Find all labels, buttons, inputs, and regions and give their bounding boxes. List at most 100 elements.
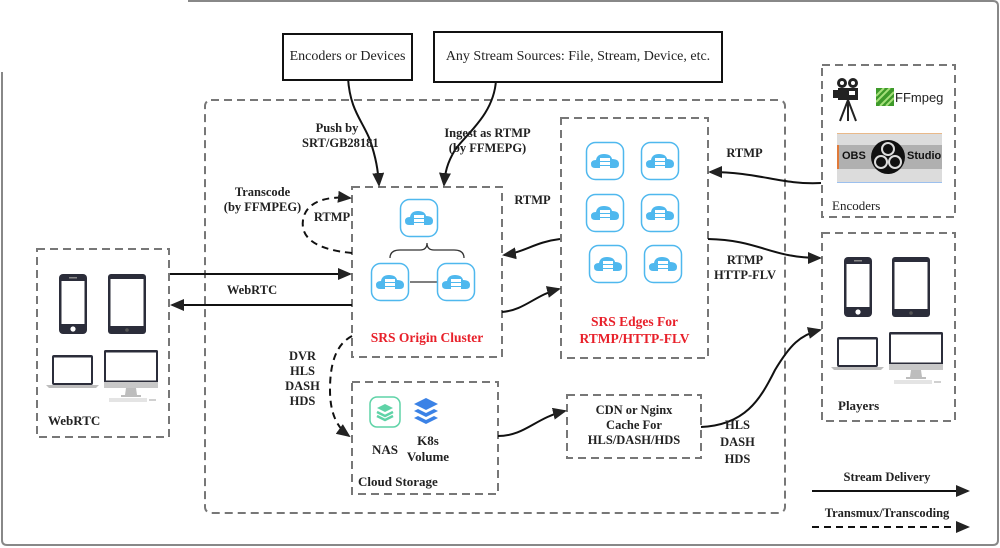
cdn-label: CDN or Nginx Cache For HLS/DASH/HDS [567,403,701,448]
arrow-cdn-to-players [700,327,822,428]
push-by-text: Push by [315,121,359,135]
edge-players-line1: RTMP [726,253,764,267]
laptop-icon [45,354,100,395]
players-group-box [821,232,956,422]
movie-camera-icon [832,76,864,127]
desktop-glyph [889,332,943,384]
origin-server-right [436,262,476,307]
laptop-glyph [46,355,99,388]
k8s-line1: K8s [417,433,439,448]
desktop-icon [888,331,944,390]
origin-server-left [370,262,410,307]
k8s-label: K8s Volume [406,433,450,465]
cloud-server-icon [585,193,625,233]
transcode-loop-protocol: RTMP [313,210,351,224]
arrow-transcode-loop [301,190,353,254]
cloud-server-icon [370,262,410,302]
phone-glyph [844,257,872,317]
edge-server [640,193,680,238]
edge-players-line2: HTTP-FLV [713,268,777,282]
cdn-line1: CDN or Nginx [595,403,673,417]
origin-cluster-title: SRS Origin Cluster [370,330,484,345]
encoders-or-devices-label: Encoders or Devices [289,49,406,64]
laptop-icon [830,336,885,377]
laptop-glyph [831,337,884,370]
phone-glyph [59,274,87,334]
webrtc-group-title: WebRTC [48,413,101,428]
cloud-server-icon [436,262,476,302]
cdn-format: HLS [724,418,750,432]
legend-stream-delivery: Stream Delivery [843,470,931,484]
edge-server [643,244,683,289]
origin-server-top [399,198,439,243]
tablet-glyph [892,257,930,317]
cdn-line2: Cache For [606,418,662,432]
push-by-label: Push by SRT/GB28181 [302,121,379,151]
push-protocol-text: SRT/GB28181 [302,136,379,150]
encoders-group-box [821,64,956,218]
ingest-line1: Ingest as RTMP [444,126,531,140]
cluster-link-brace [389,242,465,259]
transcode-label: Transcode (by FFMPEG) [220,185,305,215]
ingest-line2: (by FFMEPG) [448,141,527,155]
origin-edge-protocol: RTMP [514,193,551,207]
arrow-storage-to-cdn [497,407,567,437]
encoders-group-title: Encoders [832,198,881,213]
obs-label-left: OBS [842,150,866,162]
encoders-edge-protocol: RTMP [726,146,763,160]
arrow-dvr-to-storage [328,335,353,438]
arrow-ingest-rtmp [439,79,497,187]
webrtc-protocol: WebRTC [226,283,278,297]
ingest-label: Ingest as RTMP (by FFMEPG) [440,126,535,156]
cloud-server-icon [643,244,683,284]
dvr-formats-label: DVR HLS DASH HDS [280,349,325,409]
phone-icon [58,273,88,340]
edges-title-line2: RTMP/HTTP-FLV [579,331,690,346]
nas-icon [369,396,401,433]
cdn-format: DASH [720,435,755,449]
legend-transmux-transcoding: Transmux/Transcoding [824,506,950,520]
ffmpeg-label: FFmpeg [895,89,944,105]
edge-server [585,193,625,238]
dvr-format: DASH [285,379,320,393]
obs-label-right: Studio [907,150,942,162]
edges-title: SRS Edges For RTMP/HTTP-FLV [561,313,708,347]
encoders-or-devices-box: Encoders or Devices [282,33,413,81]
arrow-origin-to-edge [501,286,561,313]
phone-icon [843,256,873,323]
arrow-edge-to-origin [502,238,561,260]
arrow-encoders-to-edge [708,166,822,185]
dvr-format: DVR [288,349,317,363]
obs-studio-logo-icon: OBS Studio [837,133,942,183]
edges-title-line1: SRS Edges For [590,314,678,329]
arrow-edge-to-players [707,238,822,264]
dvr-format: HDS [289,394,316,408]
k8s-line2: Volume [406,449,450,464]
any-stream-sources-label: Any Stream Sources: File, Stream, Device… [445,49,711,64]
edge-players-protocol: RTMP HTTP-FLV [710,253,780,283]
edge-server [585,141,625,186]
cdn-box [566,394,702,459]
cloud-server-icon [588,244,628,284]
system-boundary [204,99,786,514]
tablet-icon [891,256,931,323]
origin-cluster-box [351,186,503,358]
cloud-storage-box [351,381,499,495]
tablet-icon [107,273,147,340]
cloud-server-icon [585,141,625,181]
webrtc-group-box [36,248,170,438]
cloud-server-icon [640,141,680,181]
any-stream-sources-box: Any Stream Sources: File, Stream, Device… [433,31,723,83]
cloud-storage-title: Cloud Storage [358,474,438,489]
transcode-line2: (by FFMPEG) [223,200,302,214]
ffmpeg-logo-icon: FFmpeg [876,88,943,106]
edge-server [640,141,680,186]
players-group-title: Players [838,398,880,413]
dvr-format: HLS [289,364,315,378]
edges-box [560,117,709,359]
transcode-line1: Transcode [234,185,291,199]
tablet-glyph [108,274,146,334]
